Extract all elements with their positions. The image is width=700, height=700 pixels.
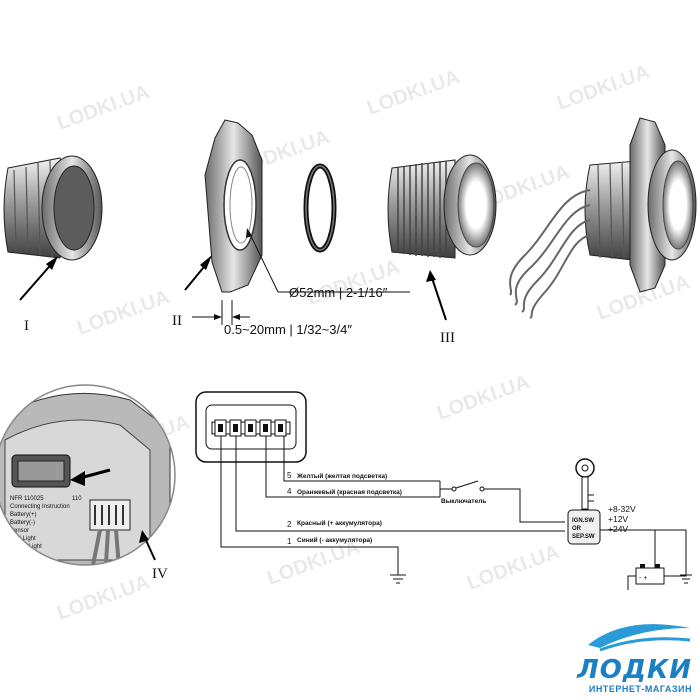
- wire-number: 5: [287, 471, 292, 480]
- wiring-diagram: 5 Желтый (желтая подсветка) 4 Оранжевый …: [195, 391, 692, 590]
- watermark: LODKI.UA: [364, 66, 462, 120]
- battery-circuit: - +: [600, 529, 692, 590]
- hole-diameter-label: Ø52mm | 2-1/16″: [289, 285, 388, 300]
- voltage-label: +8-32V: [608, 504, 636, 514]
- wire-2: [235, 436, 565, 532]
- brand-subtitle: ИНТЕРНЕТ-МАГАЗИН: [588, 684, 692, 694]
- connector-text-line: Yellow Light: [10, 544, 42, 550]
- voltage-label: +12V: [608, 514, 628, 524]
- o-ring: [303, 163, 337, 253]
- part-label-i: I: [24, 318, 29, 334]
- brand-name: ЛОДКИ: [577, 655, 692, 685]
- wire-4: [265, 436, 440, 498]
- watermark: LODKI.UA: [464, 541, 562, 595]
- svg-text:- +: - +: [639, 575, 647, 582]
- watermark: LODKI.UA: [74, 286, 172, 340]
- watermark: LODKI.UA: [264, 536, 362, 590]
- part-label-ii: II: [172, 313, 182, 329]
- ignition-box-line: IGN.SW: [572, 518, 594, 524]
- switch: Выключатель: [439, 480, 565, 523]
- connector-closeup: NFR 110025 Connecting Instruction Batter…: [0, 384, 176, 582]
- connector-text-line: NFR 110025: [10, 496, 44, 502]
- wire-number: 1: [287, 537, 292, 546]
- watermark: LODKI.UA: [434, 371, 532, 425]
- ignition-box-line: OR: [572, 526, 582, 532]
- connector-text-line: Connecting Instruction: [10, 504, 70, 510]
- connector-text-line: 110: [72, 496, 82, 502]
- connector-text-line: Red Light: [10, 536, 36, 542]
- watermark: LODKI.UA: [54, 571, 152, 625]
- watermark: LODKI.UA: [304, 256, 402, 310]
- ignition-switch: IGN.SW OR SEP.SW: [567, 458, 601, 545]
- wire-number: 2: [287, 520, 292, 529]
- connector-text-line: Battery(+): [10, 512, 37, 518]
- gauge-assembly: [509, 117, 697, 319]
- wire-5: [283, 436, 440, 482]
- brand-logo: ЛОДКИ ИНТЕРНЕТ-МАГАЗИН: [577, 656, 692, 694]
- voltage-label: +24V: [608, 524, 628, 534]
- wire-label: Оранжевый (красная подсветка): [297, 488, 402, 496]
- watermark: LODKI.UA: [554, 61, 652, 115]
- threaded-housing: III: [387, 154, 497, 346]
- connector-text-line: Sensor: [10, 528, 29, 534]
- logo-boat-icon: [588, 624, 691, 652]
- wire-1: [220, 436, 399, 575]
- part-label-iv: IV: [152, 566, 168, 582]
- part-label-iii: III: [440, 330, 455, 346]
- watermark: LODKI.UA: [54, 81, 152, 135]
- wire-label: Желтый (желтая подсветка): [296, 472, 387, 480]
- bezel-ring: I: [3, 155, 103, 334]
- mounting-bracket: II 0.5~20mm | 1/32~3/4″ Ø52mm | 2-1/16″: [172, 119, 410, 337]
- ground-symbol: [390, 574, 406, 584]
- switch-label: Выключатель: [441, 498, 486, 505]
- ignition-box-line: SEP.SW: [572, 534, 595, 540]
- wire-number: 4: [287, 487, 292, 496]
- wire-label: Красный (+ аккумулятора): [297, 519, 382, 527]
- connector-text-line: Battery(-): [10, 520, 35, 526]
- wire-label: Синий (- аккумулятора): [297, 536, 372, 544]
- panel-thickness-label: 0.5~20mm | 1/32~3/4″: [224, 322, 352, 337]
